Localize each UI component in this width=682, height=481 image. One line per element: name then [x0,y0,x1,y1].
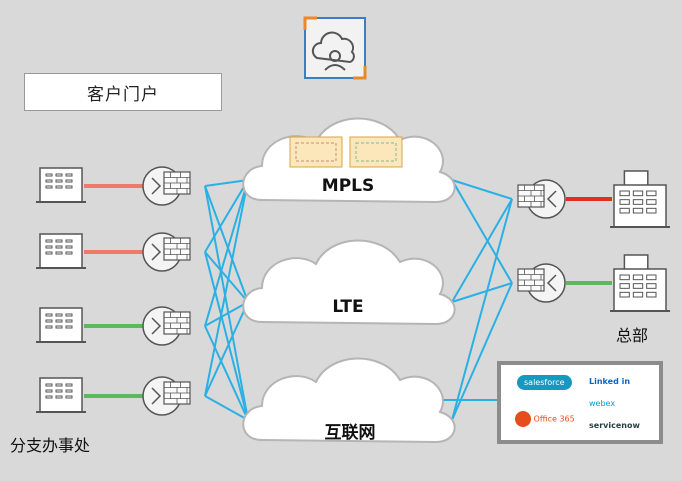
cloud-label-mpls: MPLS [321,176,375,196]
cloud-internet [242,357,456,444]
customer-portal-label: 客户门户 [24,73,222,111]
branch-router-3 [142,306,191,346]
mesh-line-branch-2-cloud-1 [204,179,249,253]
branch-building-2 [36,233,86,269]
cloud-lte [242,239,456,326]
salesforce-logo: salesforce [517,375,572,390]
headquarters-label: 总部 [616,326,649,345]
mesh-line-hq-1-cloud-3 [451,198,513,421]
mesh-line-branch-2-cloud-3 [204,251,249,421]
mesh-line-hq-2-cloud-2 [451,282,513,303]
hq-routers [517,179,566,303]
office365-logo-text: Office 365 [533,414,575,424]
salesforce-logo-text: salesforce [517,375,572,390]
mesh-line-branch-3-cloud-2 [204,301,249,327]
saas-apps-panel: salesforce Linked in Office 365 webex se… [497,361,663,444]
branch-router-4 [142,376,191,416]
branch-routers [142,166,191,416]
hq-router-1 [517,179,566,219]
branch-building-1 [36,167,86,203]
hq-building-1 [610,170,670,228]
mesh-line-branch-1-cloud-2 [204,185,249,303]
branch-office-label: 分支办事处 [10,436,91,455]
mesh-line-hq-1-cloud-1 [451,179,513,200]
branch-buildings [36,167,86,413]
mesh-line-hq-1-cloud-2 [451,198,513,303]
office365-logo: Office 365 [515,411,575,427]
management-cloud-icon [303,16,367,80]
mesh-line-branch-2-cloud-2 [204,251,249,303]
servicenow-logo: servicenow [589,421,640,430]
webex-logo: webex [589,399,616,408]
mesh-line-hq-2-cloud-3 [451,282,513,421]
branch-building-4 [36,377,86,413]
branch-router-2 [142,232,191,272]
mesh-line-hq-2-cloud-1 [451,179,513,284]
mesh-line-branch-1-cloud-3 [204,185,249,421]
mesh-line-branch-3-cloud-1 [204,179,249,327]
mesh-line-branch-4-cloud-3 [204,395,249,421]
cloud-label-lte: LTE [332,297,364,317]
mpls-icon-a [289,136,343,168]
mesh-line-branch-1-cloud-1 [204,179,249,187]
office365-icon [515,411,531,427]
mesh-line-branch-4-cloud-1 [204,179,249,397]
cloud-label-internet: 互联网 [324,423,376,443]
branch-links [84,184,144,398]
cloud-mpls [242,117,456,204]
branch-building-3 [36,307,86,343]
hq-links [566,197,612,285]
mesh-line-branch-4-cloud-2 [204,301,249,397]
hq-router-2 [517,263,566,303]
mesh-line-branch-3-cloud-3 [204,325,249,421]
hq-building-2 [610,254,670,312]
linkedin-logo: Linked in [589,377,631,386]
branch-router-1 [142,166,191,206]
hq-buildings [610,170,670,312]
mesh-lines [204,179,513,421]
mpls-icon-b [349,136,403,168]
